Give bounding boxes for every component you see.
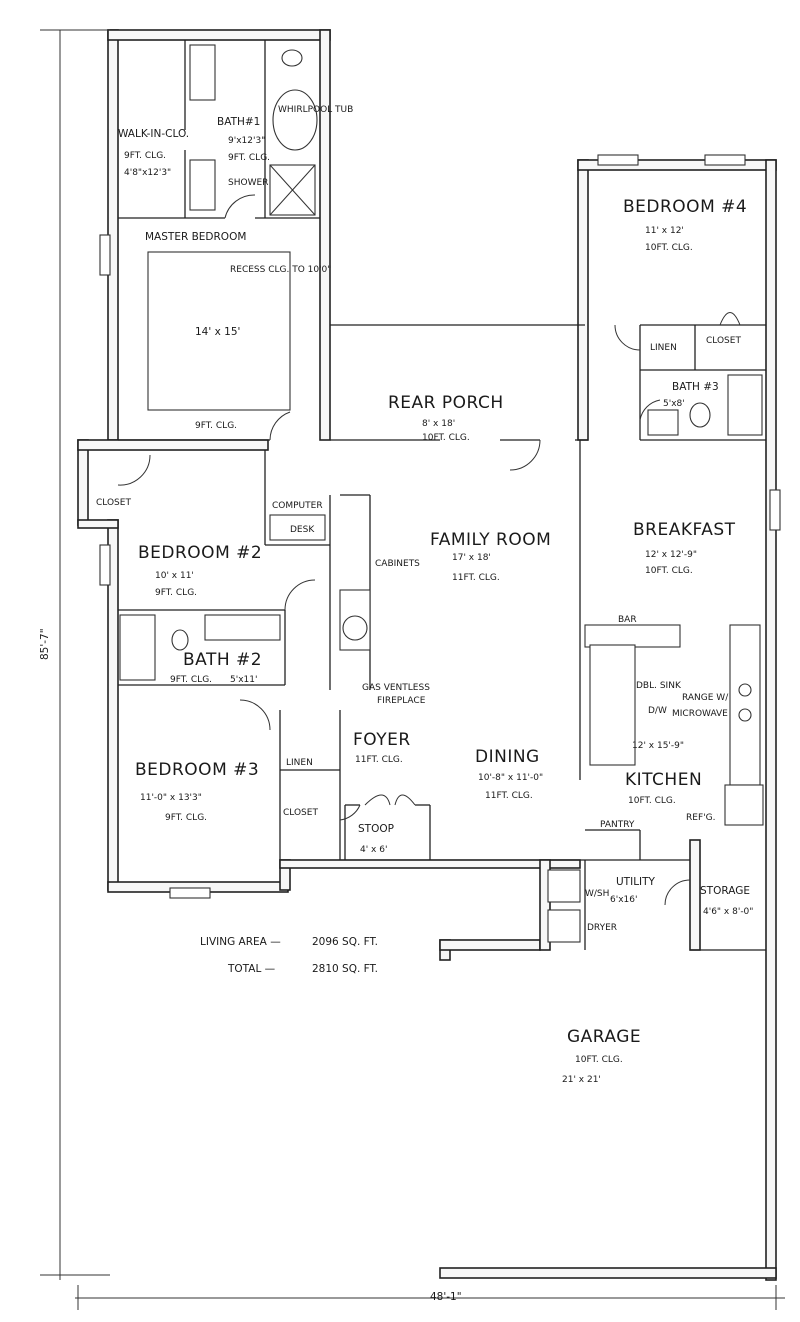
refrigerator-label: REF'G.	[686, 813, 715, 823]
kitchen-clg: 10FT. CLG.	[628, 796, 676, 806]
whirlpool-label: WHIRLPOOL TUB	[278, 105, 353, 115]
fireplace-label-2: FIREPLACE	[377, 696, 426, 706]
dbl-sink-label: DBL. SINK	[636, 681, 682, 691]
breakfast-clg: 10FT. CLG.	[645, 566, 693, 576]
foyer-name: FOYER	[353, 730, 411, 750]
interior-walls	[118, 40, 766, 951]
living-area-label: LIVING AREA —	[200, 936, 281, 948]
stoop-name: STOOP	[358, 823, 394, 835]
bedroom3-name: BEDROOM #3	[135, 760, 259, 780]
total-area-value: 2810 SQ. FT.	[312, 963, 378, 975]
bedroom4-name: BEDROOM #4	[623, 197, 747, 217]
family-room-size: 17' x 18'	[452, 553, 491, 563]
bedroom2-clg: 9FT. CLG.	[155, 588, 197, 598]
overall-width-dimension: 48'-1"	[430, 1291, 462, 1303]
bath1-name: BATH#1	[217, 116, 260, 128]
bed2-closet-label: CLOSET	[96, 498, 131, 508]
range-label-1: RANGE W/	[682, 693, 729, 703]
dining-name: DINING	[475, 747, 540, 767]
living-area-value: 2096 SQ. FT.	[312, 936, 378, 948]
rear-porch-name: REAR PORCH	[388, 393, 504, 413]
utility-name: UTILITY	[616, 876, 656, 888]
bedroom2-size: 10' x 11'	[155, 571, 194, 581]
dimension-lines	[40, 29, 785, 1310]
bath2-name: BATH #2	[183, 650, 262, 670]
bath2-clg: 9FT. CLG.	[170, 675, 212, 685]
dryer-label: DRYER	[587, 923, 617, 933]
fixtures	[119, 44, 764, 943]
desk-label: DESK	[290, 525, 315, 535]
walkin-closet-name: WALK-IN-CLO.	[118, 128, 189, 140]
bath2-size: 5'x11'	[230, 675, 257, 685]
bedroom3-clg: 9FT. CLG.	[165, 813, 207, 823]
windows	[99, 154, 781, 899]
family-room-name: FAMILY ROOM	[430, 530, 551, 550]
family-room-clg: 11FT. CLG.	[452, 573, 500, 583]
rear-porch-clg: 10FT. CLG.	[422, 433, 470, 443]
garage-clg: 10FT. CLG.	[575, 1055, 623, 1065]
garage-size: 21' x 21'	[562, 1075, 601, 1085]
total-area-label: TOTAL —	[227, 963, 275, 975]
pantry-label: PANTRY	[600, 820, 635, 830]
exterior-walls	[77, 29, 777, 1281]
bed3-closet-label: CLOSET	[283, 808, 318, 818]
fireplace-label-1: GAS VENTLESS	[362, 683, 430, 693]
doors	[117, 194, 741, 906]
bar-label: BAR	[618, 615, 637, 625]
shower-label: SHOWER	[228, 178, 268, 188]
utility-size: 6'x16'	[610, 895, 637, 905]
kitchen-name: KITCHEN	[625, 770, 702, 790]
master-bedroom-recess: RECESS CLG. TO 10'0"	[230, 265, 331, 275]
washer-label: W/SH	[585, 889, 609, 899]
garage-name: GARAGE	[567, 1027, 641, 1047]
bedroom4-size: 11' x 12'	[645, 226, 684, 236]
master-bedroom-name: MASTER BEDROOM	[145, 231, 246, 243]
walkin-closet-size: 4'8"x12'3"	[124, 168, 171, 178]
storage-size: 4'6" x 8'-0"	[703, 907, 753, 917]
overall-depth-dimension: 85'-7"	[39, 628, 51, 660]
bath1-clg: 9FT. CLG.	[228, 153, 270, 163]
walkin-closet-clg: 9FT. CLG.	[124, 151, 166, 161]
kitchen-size: 12' x 15'-9"	[632, 741, 684, 751]
cabinets-label: CABINETS	[375, 559, 420, 569]
breakfast-size: 12' x 12'-9"	[645, 550, 697, 560]
dining-clg: 11FT. CLG.	[485, 791, 533, 801]
foyer-clg: 11FT. CLG.	[355, 755, 403, 765]
bath3-size: 5'x8'	[663, 399, 685, 409]
bath3-name: BATH #3	[672, 381, 719, 393]
bedroom3-size: 11'-0" x 13'3"	[140, 793, 202, 803]
rear-porch-size: 8' x 18'	[422, 419, 455, 429]
dining-size: 10'-8" x 11'-0"	[478, 773, 543, 783]
bedroom4-clg: 10FT. CLG.	[645, 243, 693, 253]
bedroom2-name: BEDROOM #2	[138, 543, 262, 563]
foyer-linen-label: LINEN	[286, 758, 313, 768]
bed4-closet-label: CLOSET	[706, 336, 741, 346]
dishwasher-label: D/W	[648, 706, 667, 716]
computer-label: COMPUTER	[272, 501, 323, 511]
bed4-linen-label: LINEN	[650, 343, 677, 353]
range-label-2: MICROWAVE	[672, 709, 728, 719]
master-bedroom-clg: 9FT. CLG.	[195, 421, 237, 431]
storage-name: STORAGE	[700, 885, 750, 897]
master-bedroom-size: 14' x 15'	[195, 326, 240, 338]
bath1-size: 9'x12'3"	[228, 136, 265, 146]
stoop-size: 4' x 6'	[360, 845, 387, 855]
breakfast-name: BREAKFAST	[633, 520, 736, 540]
